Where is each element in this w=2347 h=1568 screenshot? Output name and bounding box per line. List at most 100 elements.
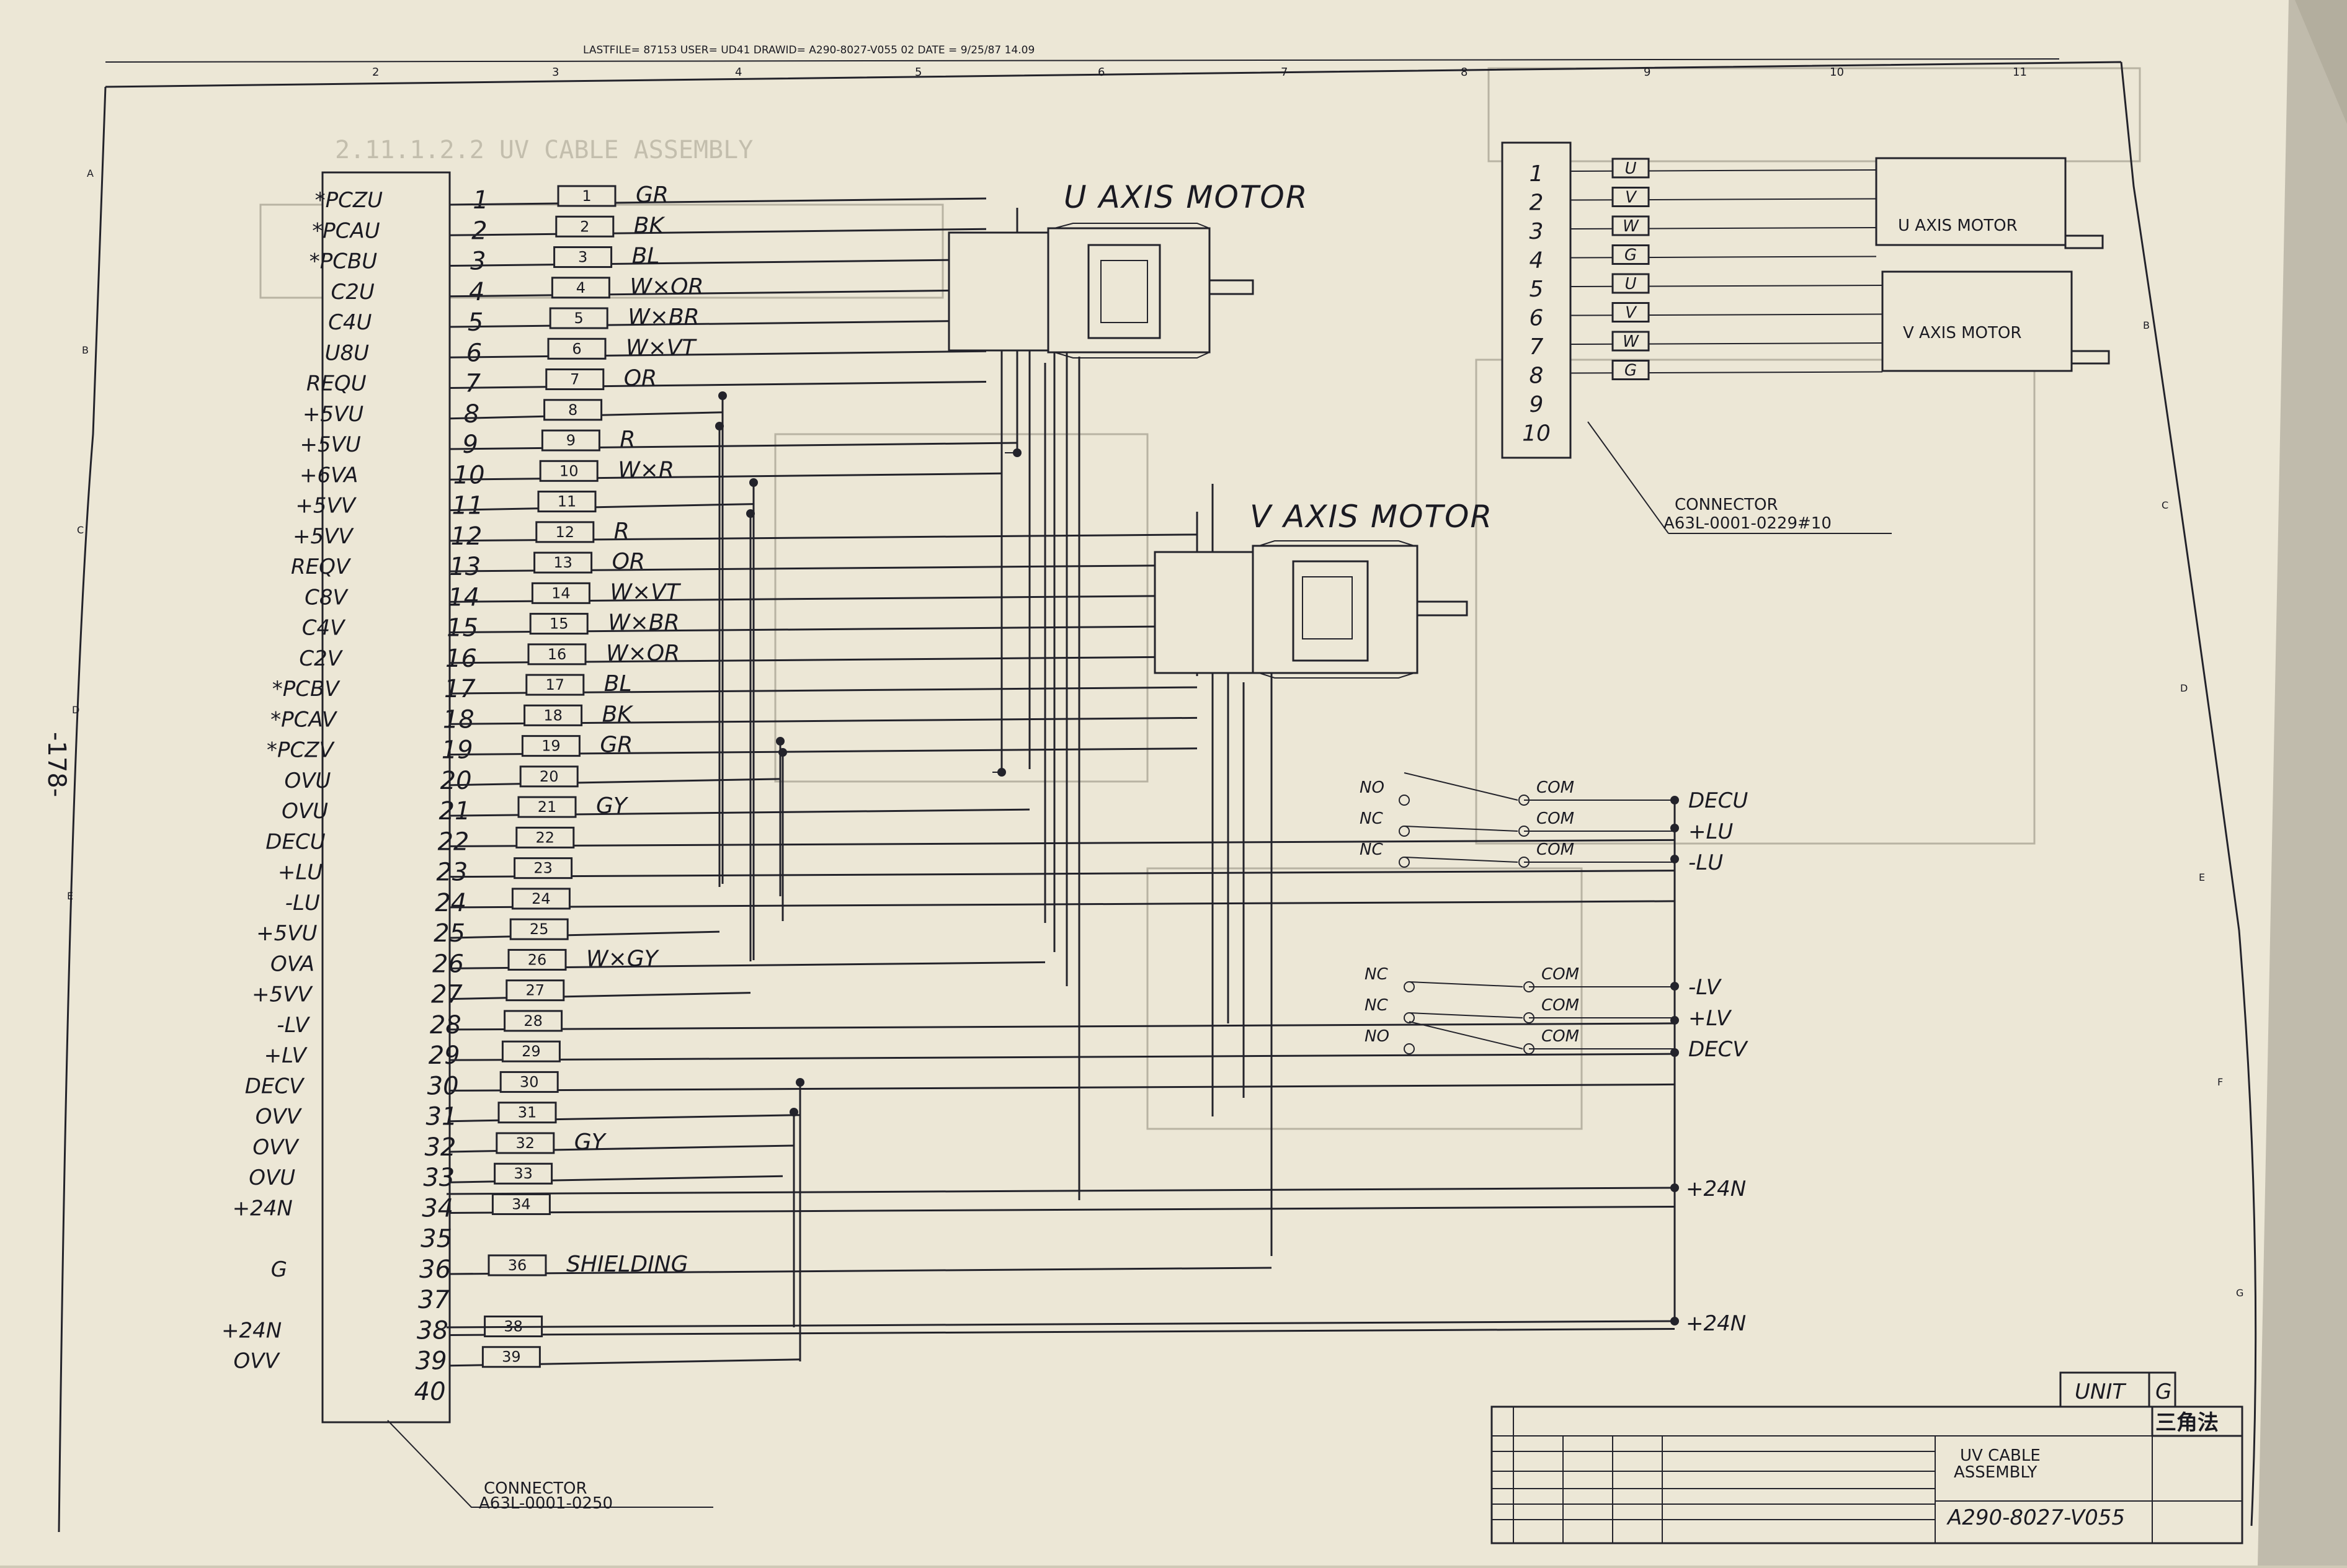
switch-signal-label: -LV — [1688, 975, 1722, 1000]
wire-number: 4 — [576, 279, 586, 296]
signal-label: OVV — [234, 1349, 281, 1374]
connector-pin-number: 20 — [440, 767, 472, 795]
wire-number: 20 — [540, 768, 559, 785]
grid-col-label: 5 — [915, 66, 922, 79]
switch-arm — [1404, 857, 1518, 863]
wire-line — [449, 1022, 1675, 1031]
connector-pin-number: 13 — [449, 553, 481, 581]
wire-number: 23 — [533, 860, 553, 877]
title-block — [1490, 1371, 2243, 1544]
wire-number-box — [499, 1071, 559, 1093]
wire-number-box — [494, 1162, 553, 1185]
wire-number: 26 — [528, 951, 547, 968]
wire-color-label: R — [620, 427, 635, 452]
wire-color-label: W×VT — [610, 579, 681, 605]
switch-signal-label: +LU — [1688, 819, 1733, 844]
u-motor-label: U AXIS MOTOR — [1064, 179, 1308, 215]
wire-number-box — [529, 613, 589, 635]
grid-row-label-left: A — [87, 167, 94, 179]
wire-line — [449, 1327, 1675, 1336]
wire-line — [449, 1205, 1675, 1214]
switch-arm — [1409, 1012, 1523, 1018]
wire-number-box — [537, 491, 597, 513]
connector-pin-number: 2 — [471, 216, 487, 245]
connector-pin-number: 26 — [432, 950, 464, 978]
connector-pin-number: 35 — [421, 1225, 452, 1254]
grid-row-label-right: B — [2143, 319, 2150, 331]
supply-label-1: +24N — [1686, 1177, 1746, 1201]
wire-line — [449, 778, 781, 786]
switch-contact-label: NC — [1365, 965, 1388, 984]
signal-label: G — [271, 1257, 287, 1282]
v-motor-label: V AXIS MOTOR — [1250, 499, 1493, 535]
terminal-tag: W — [1623, 217, 1639, 236]
wire-number-box — [509, 918, 569, 940]
wire-line — [449, 1267, 1272, 1275]
connector-pin-number: 30 — [427, 1072, 459, 1100]
right-connector-pin: 10 — [1522, 421, 1551, 447]
grid-row-label-left: C — [77, 524, 84, 536]
connector-pin-number: 22 — [437, 827, 469, 856]
connector-pin-number: 38 — [417, 1316, 448, 1345]
wire-number: 29 — [522, 1043, 541, 1060]
grid-row-label-left: B — [82, 344, 89, 356]
signal-label: OVA — [270, 951, 314, 976]
wire-number-box — [545, 368, 605, 391]
right-connector-pin: 2 — [1530, 190, 1544, 216]
connector-pin-number: 9 — [462, 430, 478, 459]
connector-pin-number: 39 — [416, 1347, 447, 1376]
wire-line — [449, 259, 987, 267]
connector-pin-number: 21 — [439, 797, 471, 826]
grid-col-label: 11 — [2013, 66, 2027, 79]
right-connector-pin: 7 — [1530, 334, 1544, 360]
wire-number-box — [549, 307, 608, 329]
wire-color-label: R — [614, 519, 630, 544]
wire-number: 2 — [580, 218, 589, 235]
right-u-motor-shaft — [2064, 234, 2104, 249]
wire-number-box — [515, 826, 575, 849]
wire-line — [449, 503, 754, 512]
grid-col-label: 9 — [1644, 66, 1650, 79]
wire-color-label: GR — [600, 733, 633, 758]
wire-number: 13 — [553, 554, 572, 571]
wire-number: 1 — [582, 187, 591, 205]
signal-label: +5VV — [295, 494, 357, 519]
terminal-tag: G — [1624, 246, 1637, 265]
wire-color-label: W×GY — [586, 946, 660, 971]
supply-label-2: +24N — [1686, 1311, 1746, 1336]
wire-number-box — [488, 1254, 547, 1276]
grid-col-label: 3 — [552, 66, 559, 79]
terminal-tag-box — [1611, 273, 1650, 294]
switch-signal-label: DECU — [1688, 788, 1748, 813]
wire-color-label: GY — [596, 793, 629, 819]
connector-pin-number: 33 — [423, 1164, 455, 1192]
title-line-1: UV CABLE — [1960, 1446, 2041, 1465]
wire-line — [449, 930, 720, 939]
right-v-motor-shaft — [2070, 350, 2110, 365]
wire-number-box — [523, 704, 583, 726]
wire-number-box — [525, 674, 585, 696]
wire-color-label: SHIELDING — [566, 1252, 688, 1277]
signal-label: +24N — [233, 1196, 293, 1221]
terminal-tag-box — [1611, 360, 1650, 380]
wire-color-label: BK — [602, 702, 634, 727]
wire-number: 5 — [574, 310, 584, 327]
wire-number: 27 — [526, 982, 545, 999]
wire-number-box — [517, 796, 577, 818]
grid-row-label-right: E — [2199, 871, 2205, 883]
right-u-motor-box — [1875, 157, 2067, 246]
signal-label: REQU — [306, 372, 367, 396]
connector-pin-number: 1 — [473, 186, 488, 215]
signal-label: +5VV — [293, 524, 354, 549]
wire-number-box — [496, 1132, 555, 1154]
switch-com-label: COM — [1536, 840, 1574, 859]
connector-pin-number: 17 — [444, 675, 476, 703]
grid-col-label: 8 — [1461, 66, 1467, 79]
right-connector-pin: 3 — [1530, 219, 1544, 244]
signal-label: OVV — [252, 1135, 300, 1160]
signal-label: *PCBU — [310, 249, 378, 274]
right-connector-pin: 1 — [1530, 161, 1544, 187]
wire-number-box — [557, 185, 617, 207]
